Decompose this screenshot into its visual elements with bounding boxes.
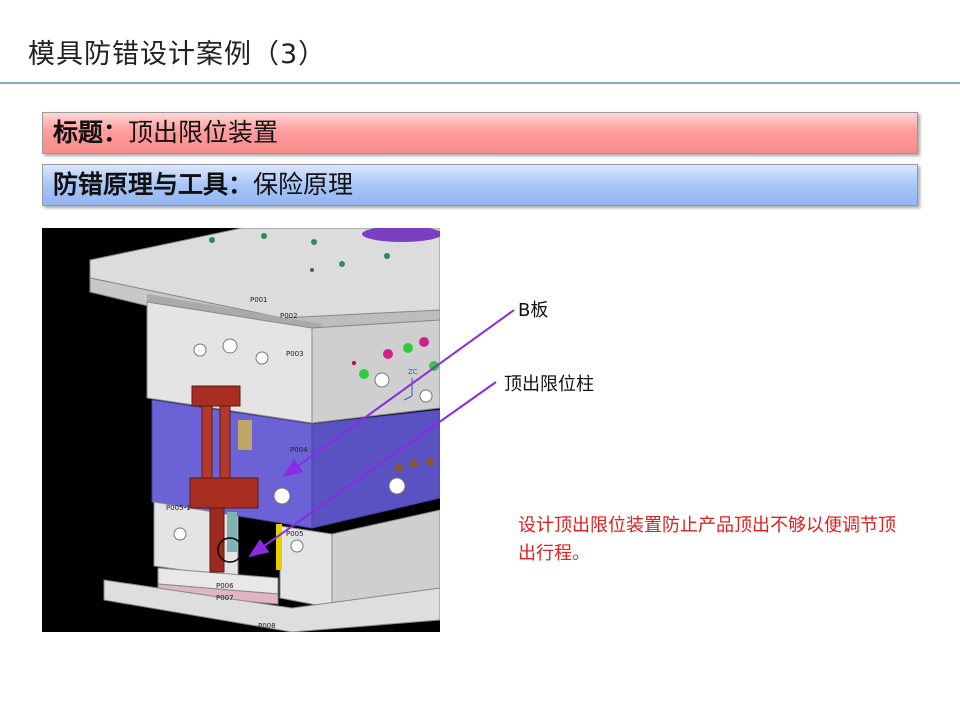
plate-label-p003: P003: [286, 350, 304, 358]
plate-label-p007: P007: [216, 594, 234, 602]
principle-bar-label: 防错原理与工具：: [53, 170, 254, 199]
b-plate-callout: B板: [518, 300, 549, 321]
slide-title: 模具防错设计案例（3）: [28, 39, 327, 70]
mold-cad-image: P001 P002 P003 P004 P005-1 P005 P006 P00…: [42, 228, 440, 632]
principle-bar-value: 保险原理: [253, 170, 354, 199]
plate-label-p001: P001: [250, 296, 268, 304]
title-bar-label: 标题：: [53, 118, 129, 147]
plate-label-p004: P004: [290, 446, 308, 454]
plate-label-p008: P008: [258, 622, 276, 630]
design-note: 设计顶出限位装置防止产品顶出不够以便调节顶出行程。: [518, 515, 896, 564]
mold-cad-drawing: P001 P002 P003 P004 P005-1 P005 P006 P00…: [89, 228, 440, 632]
axis-label-zc: ZC: [408, 368, 418, 376]
title-divider: [0, 82, 960, 84]
b-plate-arrow: [282, 309, 515, 478]
plate-label-p005-1: P005-1: [166, 504, 191, 512]
plate-label-p006: P006: [216, 582, 234, 590]
principle-bar: 防错原理与工具：保险原理: [42, 164, 918, 206]
title-bar: 标题：顶出限位装置: [42, 112, 918, 154]
title-bar-value: 顶出限位装置: [128, 118, 279, 147]
stop-pin-arrow: [248, 381, 497, 558]
plate-label-p002: P002: [280, 312, 298, 320]
plate-label-p005: P005: [286, 530, 304, 538]
stop-pin-callout: 顶出限位柱: [504, 374, 594, 395]
